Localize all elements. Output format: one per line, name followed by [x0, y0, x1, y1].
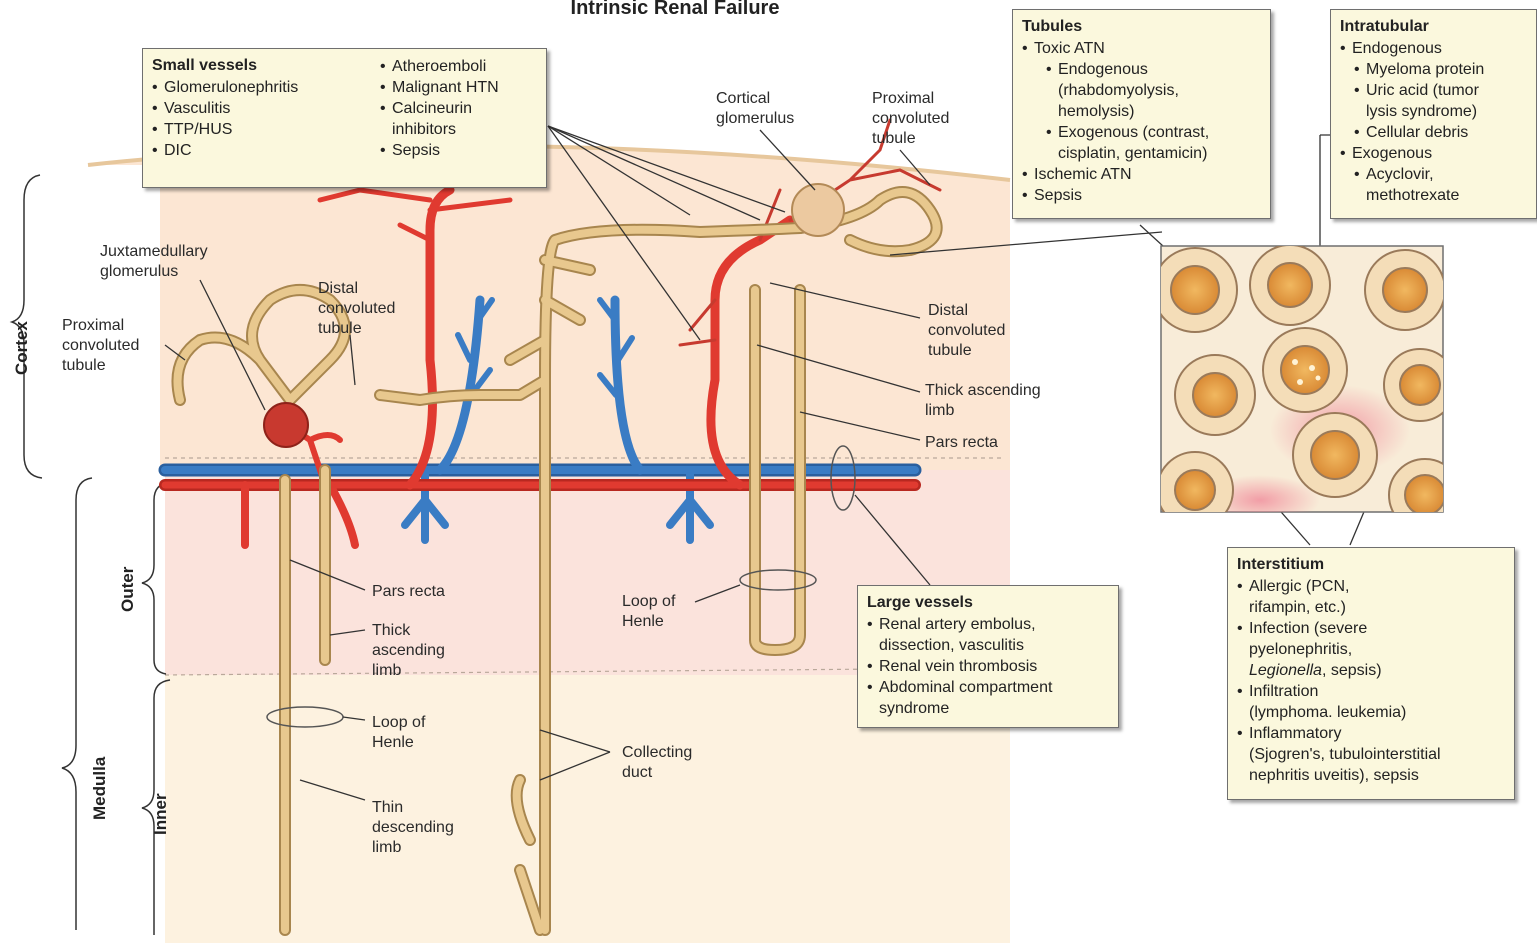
juxtamedullary-glomerulus	[264, 403, 308, 447]
region-label-inner: Inner	[151, 793, 170, 835]
histology-inset	[1153, 245, 1461, 531]
interstitium-heading: Interstitium	[1237, 554, 1506, 575]
intratubular-item: Exogenous	[1340, 143, 1534, 164]
intratubular-heading: Intratubular	[1340, 16, 1534, 37]
large-vessels-item: Renal vein thrombosis	[867, 656, 1110, 677]
tubules-box: Tubules Toxic ATN Endogenous (rhabdomyol…	[1012, 9, 1271, 219]
interstitium-item: Infiltration	[1237, 681, 1506, 702]
tubules-item: Endogenous	[1046, 59, 1262, 80]
region-label-medulla: Medulla	[90, 756, 109, 820]
label-pars-recta-left: Pars recta	[372, 583, 445, 600]
large-vessels-box: Large vessels Renal artery embolus, diss…	[857, 585, 1119, 728]
small-vessels-item: Malignant HTN	[380, 77, 499, 98]
label-pars-recta-right: Pars recta	[925, 434, 998, 451]
region-label-cortex: Cortex	[12, 321, 31, 375]
interstitium-item: Allergic (PCN,	[1237, 576, 1506, 597]
large-vessels-item: syndrome	[867, 698, 1110, 719]
tubules-item: cisplatin, gentamicin)	[1046, 143, 1262, 164]
interstitium-item: (Sjogren's, tubulointerstitial	[1237, 744, 1506, 765]
legionella-text: Legionella	[1249, 662, 1322, 679]
legionella-suffix: , sepsis)	[1322, 662, 1382, 679]
tubules-item: Exogenous (contrast,	[1046, 122, 1262, 143]
tubules-heading: Tubules	[1022, 16, 1262, 37]
tubules-item: Ischemic ATN	[1022, 164, 1262, 185]
interstitium-item: Inflammatory	[1237, 723, 1506, 744]
large-vessels-item: dissection, vasculitis	[867, 635, 1110, 656]
tubules-list: Toxic ATN Endogenous (rhabdomyolysis, he…	[1022, 38, 1262, 206]
intratubular-item: Acyclovir,	[1354, 164, 1534, 185]
medulla-brace	[62, 478, 92, 930]
interstitium-item: rifampin, etc.)	[1237, 597, 1506, 618]
intratubular-item: Myeloma protein	[1354, 59, 1534, 80]
intratubular-item: Uric acid (tumor	[1354, 80, 1534, 101]
tubules-item: Sepsis	[1022, 185, 1262, 206]
intratubular-item: Endogenous	[1340, 38, 1534, 59]
small-vessels-item: Vasculitis	[152, 98, 380, 119]
intratubular-item: Cellular debris	[1354, 122, 1534, 143]
large-vessels-heading: Large vessels	[867, 592, 1110, 613]
small-vessels-col2: Atheroemboli Malignant HTN Calcineurin i…	[380, 56, 499, 161]
small-vessels-item: inhibitors	[380, 119, 499, 140]
interstitium-item: Infection (severe	[1237, 618, 1506, 639]
interstitium-item: (lymphoma. leukemia)	[1237, 702, 1506, 723]
small-vessels-item: TTP/HUS	[152, 119, 380, 140]
small-vessels-item: Glomerulonephritis	[152, 77, 380, 98]
small-vessels-item: Calcineurin	[380, 98, 499, 119]
interstitium-item: pyelonephritis,	[1237, 639, 1506, 660]
large-vessels-list: Renal artery embolus, dissection, vascul…	[867, 614, 1110, 719]
tubules-item: (rhabdomyolysis,	[1046, 80, 1262, 101]
diagram-title: Intrinsic Renal Failure	[571, 0, 780, 19]
region-label-outer: Outer	[118, 566, 137, 612]
intratubular-item: methotrexate	[1354, 185, 1534, 206]
tubules-item: Toxic ATN	[1022, 38, 1262, 59]
small-vessels-item: DIC	[152, 140, 380, 161]
small-vessels-box: Small vessels Glomerulonephritis Vasculi…	[142, 48, 547, 188]
large-vessels-item: Abdominal compartment	[867, 677, 1110, 698]
small-vessels-col1: Glomerulonephritis Vasculitis TTP/HUS DI…	[152, 77, 380, 161]
small-vessels-item: Sepsis	[380, 140, 499, 161]
intratubular-box: Intratubular Endogenous Myeloma protein …	[1330, 9, 1537, 219]
intratubular-item: lysis syndrome)	[1354, 101, 1534, 122]
interstitium-list: Allergic (PCN, rifampin, etc.) Infection…	[1237, 576, 1506, 786]
interstitium-item: Legionella, sepsis)	[1237, 660, 1506, 681]
small-vessels-item: Atheroemboli	[380, 56, 499, 77]
cortical-glomerulus	[792, 184, 844, 236]
tubules-item: hemolysis)	[1046, 101, 1262, 122]
large-vessels-item: Renal artery embolus,	[867, 614, 1110, 635]
intratubular-list: Endogenous Myeloma protein Uric acid (tu…	[1340, 38, 1534, 206]
interstitium-box: Interstitium Allergic (PCN, rifampin, et…	[1227, 547, 1515, 800]
interstitium-item: nephritis uveitis), sepsis	[1237, 765, 1506, 786]
